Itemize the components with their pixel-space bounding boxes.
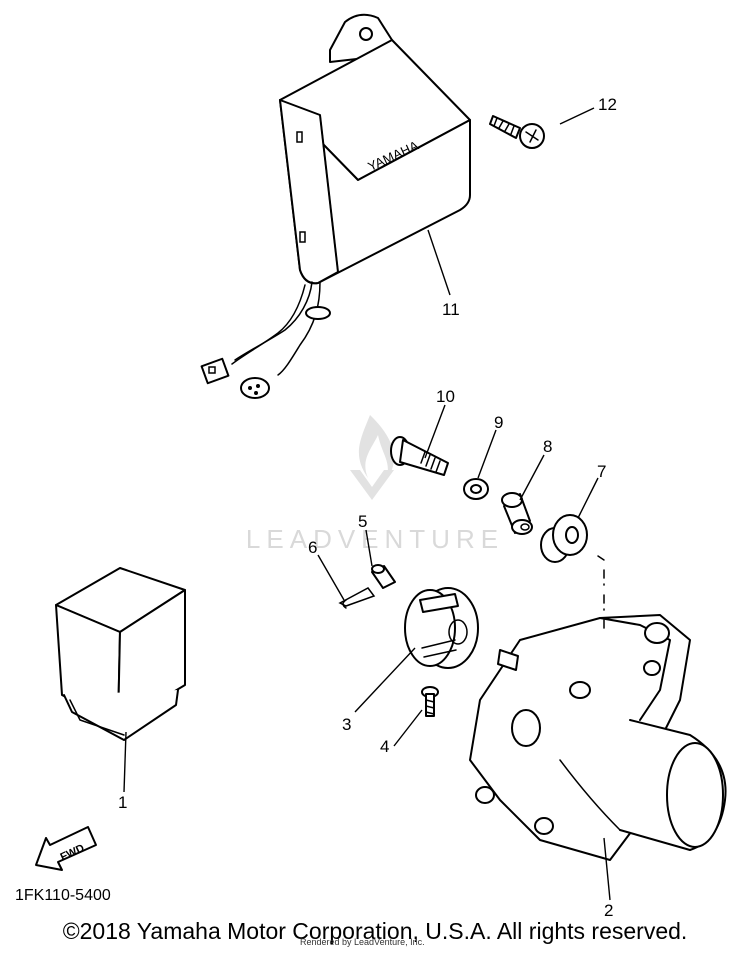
callout-9: 9 (494, 413, 503, 432)
watermark: LEADVENTURE (246, 415, 504, 554)
callout-3: 3 (342, 715, 351, 734)
part-4-screw (421, 686, 439, 717)
callout-5: 5 (358, 512, 367, 531)
callout-4: 4 (380, 737, 389, 756)
callout-8: 8 (543, 437, 552, 456)
part-6-clip (338, 587, 376, 609)
part-12-screw (489, 115, 545, 149)
part-1-relay (55, 567, 186, 741)
copyright-notice: ©2018 Yamaha Motor Corporation, U.S.A. A… (62, 918, 688, 944)
callout-12: 12 (598, 95, 617, 114)
part-11-control-unit: YAMAHA (200, 13, 471, 399)
watermark-text: LEADVENTURE (246, 524, 504, 554)
callout-7: 7 (597, 462, 606, 481)
callouts: 12 11 10 9 8 7 5 6 3 4 1 2 (118, 95, 617, 920)
rendered-by-note: Rendered by LeadVenture, Inc. (300, 937, 425, 947)
part-5-pin (371, 564, 396, 589)
part-7-grommet (540, 514, 588, 563)
callout-10: 10 (436, 387, 455, 406)
fwd-arrow-icon: FWD (35, 826, 97, 871)
part-8-collar (501, 492, 533, 535)
part-9-washer (463, 478, 489, 500)
callout-2: 2 (604, 901, 613, 920)
callout-1: 1 (118, 793, 127, 812)
leader-lines (123, 107, 611, 901)
part-3-rotor (404, 587, 479, 669)
drawing-code: 1FK110-5400 (15, 887, 111, 904)
callout-11: 11 (442, 300, 460, 319)
callout-6: 6 (308, 538, 317, 557)
part-10-bolt (390, 436, 449, 476)
part-2-housing (469, 555, 727, 861)
